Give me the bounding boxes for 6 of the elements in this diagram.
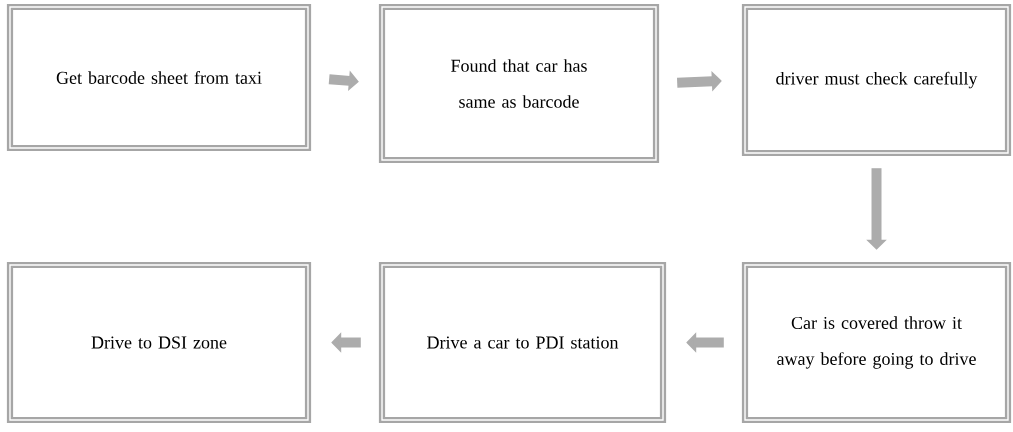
- process-box: Car is covered throw it away before going to drive: [741, 261, 1012, 424]
- process-box: Drive to DSI zone: [6, 261, 312, 424]
- process-box: driver must check carefully: [741, 3, 1012, 157]
- process-box: Found that car has same as barcode: [378, 3, 660, 164]
- process-box: Get barcode sheet from taxi: [6, 3, 312, 152]
- process-box: Drive a car to PDI station: [378, 261, 667, 424]
